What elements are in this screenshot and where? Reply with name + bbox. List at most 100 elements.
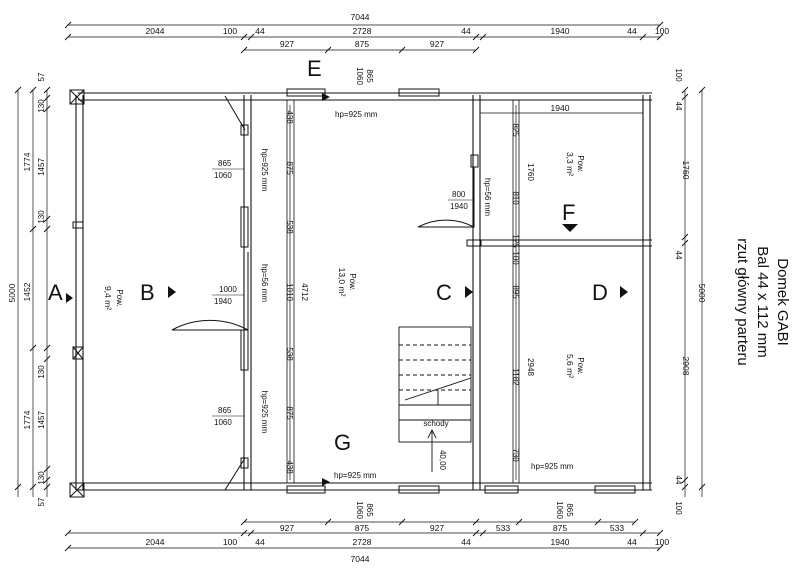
dim-top-r1-2: 44	[255, 26, 265, 36]
dim-bot-r1-5: 1940	[551, 537, 570, 547]
room-a-letter: A	[48, 280, 63, 305]
room-g-letter: G	[334, 430, 351, 455]
dimension-ticks	[14, 21, 706, 552]
win-d-w: 865	[565, 503, 574, 517]
room-b-area: 13,0 m²	[337, 268, 347, 297]
dim-b-1: 875	[285, 161, 294, 175]
room-d-area: 5,6 m²	[565, 354, 575, 378]
dim-bot-r2-2: 927	[430, 523, 444, 533]
inner-dims-c: 825 1760 810 125 100 895 2948 1182 730 1…	[511, 103, 570, 462]
dim-c-4: 100	[511, 251, 520, 265]
win-lt-h: 1060	[214, 171, 232, 180]
win-g-h: 1060	[355, 501, 364, 519]
door-f-hp: hp=56 mm	[483, 178, 492, 216]
room-c-letter: C	[436, 280, 452, 305]
dim-bot-total: 7044	[351, 554, 370, 564]
dim-right-c2-0: 100	[674, 68, 683, 82]
corner-posts	[69, 89, 85, 498]
dim-top-r1-5: 1940	[551, 26, 570, 36]
door-swings	[171, 95, 475, 491]
win-g-w: 865	[365, 503, 374, 517]
dim-right-c1-1: 2908	[681, 357, 691, 376]
win-d-hp: hp=925 mm	[531, 462, 574, 471]
dim-top-r1-6: 44	[627, 26, 637, 36]
room-b-letter: B	[140, 280, 155, 305]
dim-left-c2-2: 1457	[37, 158, 46, 176]
dim-c-0: 825	[511, 123, 520, 137]
room-f-area: 3,3 m²	[565, 152, 575, 176]
dim-right-c1-0: 1760	[681, 161, 691, 180]
dim-top-r2-1: 875	[355, 39, 369, 49]
dim-top-r1-0: 2044	[146, 26, 165, 36]
win-g-hp: hp=925 mm	[334, 471, 377, 480]
dim-right-c2-3: 44	[674, 476, 683, 485]
walls	[75, 92, 652, 491]
door-f-w: 800	[452, 190, 466, 199]
top-dimensions: 7044 2044 100 44 2728 44 1940 44 100 927…	[146, 12, 670, 49]
opening-labels: 865 1060 hp=925 mm 865 1060 hp=925 mm 10…	[212, 67, 574, 519]
dim-c-8: 730	[511, 448, 520, 462]
dim-c-7: 1182	[511, 368, 520, 386]
right-dimensions: 5000 1760 2908 100 44 44 44 100	[674, 68, 707, 515]
section-arrows	[66, 93, 628, 486]
win-d-h: 1060	[555, 501, 564, 519]
dim-b-5: 875	[285, 406, 294, 420]
dim-left-c1-2: 1774	[22, 410, 32, 429]
room-f-letter: F	[562, 200, 575, 225]
title-line3: rzut główny parteru	[734, 238, 751, 366]
room-f-pow: Pow.	[576, 155, 585, 172]
win-lb-h: 1060	[214, 418, 232, 427]
win-lt-w: 865	[218, 159, 232, 168]
dim-c-5: 895	[511, 285, 520, 299]
dim-right-c2-1: 44	[674, 102, 683, 111]
stairs-step: 40,00	[438, 450, 447, 471]
dim-b-2: 538	[285, 220, 294, 234]
dim-bot-r1-1: 100	[223, 537, 237, 547]
window-frames	[240, 88, 636, 494]
dim-right-total: 5000	[697, 284, 707, 303]
room-labels: A Pow. 9,4 m² B Pow. 13,0 m² C D Pow. 5,…	[48, 56, 608, 455]
dim-top-r2-2: 927	[430, 39, 444, 49]
win-lb-w: 865	[218, 406, 232, 415]
room-d-letter: D	[592, 280, 608, 305]
win-lt-hp: hp=925 mm	[260, 149, 269, 192]
dim-top-r1-3: 2728	[353, 26, 372, 36]
dim-left-c2-4: 130	[37, 365, 46, 379]
win-e-hp: hp=925 mm	[335, 110, 378, 119]
dim-bot-r1-7: 100	[655, 537, 669, 547]
dim-c-1: 1760	[526, 163, 535, 181]
win-e-h: 1060	[355, 67, 364, 85]
dim-bot-r2-3: 533	[496, 523, 510, 533]
dim-b-0: 438	[285, 110, 294, 124]
title-line2: Bal 44 x 112 mm	[754, 246, 771, 357]
inner-dims-b: 438 875 538 1010 538 875 438 4712	[285, 110, 309, 474]
dim-left-c2-5: 1457	[37, 411, 46, 429]
door-b-w: 1000	[219, 285, 237, 294]
left-dimensions: 5000 1774 1452 1774 57 130 1457 130 130 …	[7, 72, 46, 506]
title-line1: Domek GABI	[774, 258, 791, 346]
bottom-dimensions: 927 875 927 533 875 533 2044 100 44 2728…	[146, 523, 670, 564]
dim-top-r1-4: 44	[461, 26, 471, 36]
dim-left-c2-0: 57	[37, 72, 46, 81]
room-a-pow: Pow.	[115, 289, 124, 306]
stairs-label: schody	[423, 419, 448, 428]
dim-b-3: 1010	[285, 283, 294, 301]
dim-top-r1-7: 100	[655, 26, 669, 36]
dim-bot-r2-0: 927	[280, 523, 294, 533]
dim-bot-r2-5: 533	[610, 523, 624, 533]
dim-bot-r1-3: 2728	[353, 537, 372, 547]
stairs	[398, 326, 472, 472]
room-d-pow: Pow.	[576, 357, 585, 374]
door-b-hp: hp=56 mm	[260, 264, 269, 302]
dim-top-total: 7044	[351, 12, 370, 22]
dim-f-width: 1940	[551, 103, 570, 113]
dim-bot-r2-4: 875	[553, 523, 567, 533]
dim-left-c2-3: 130	[37, 210, 46, 224]
dim-c-2: 810	[511, 191, 520, 205]
dim-bot-r1-2: 44	[255, 537, 265, 547]
dim-bot-r1-0: 2044	[146, 537, 165, 547]
dim-bot-r1-6: 44	[627, 537, 637, 547]
dim-bot-r1-4: 44	[461, 537, 471, 547]
dim-b-4: 538	[285, 347, 294, 361]
